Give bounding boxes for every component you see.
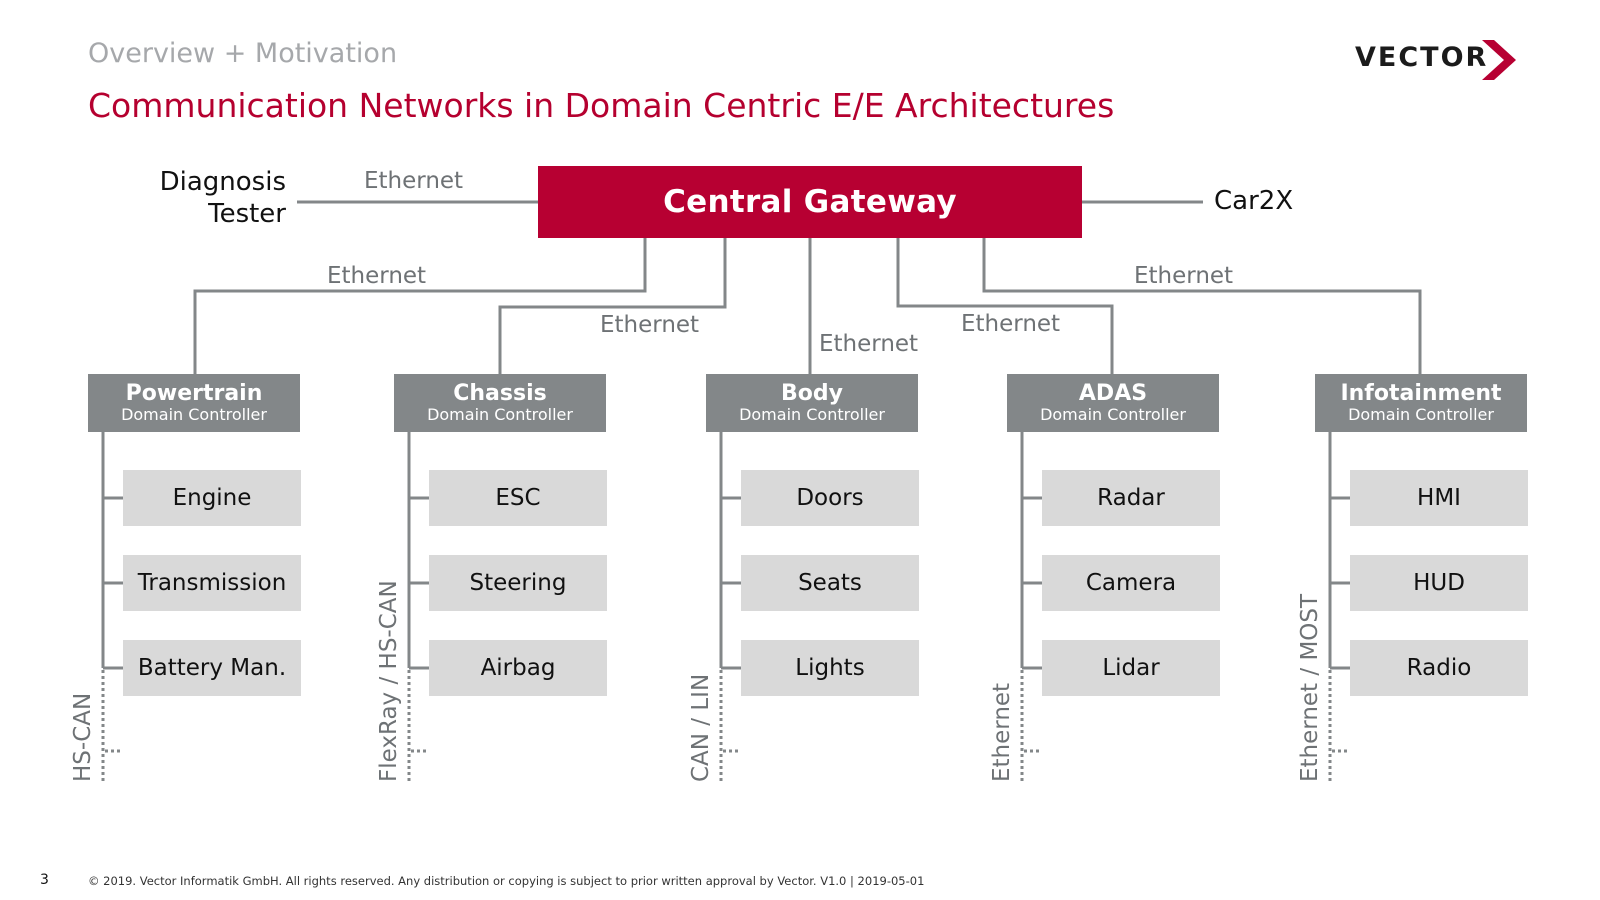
chassis-ecu-esc: ESC — [429, 470, 607, 526]
controller-subtitle: Domain Controller — [1348, 405, 1494, 425]
section-title: Overview + Motivation — [88, 38, 398, 69]
adas-bus-label: Ethernet — [989, 682, 1015, 782]
adas-ecu-camera: Camera — [1042, 555, 1220, 611]
vector-logo: VECTOR — [1355, 40, 1530, 80]
body-ecu-seats: Seats — [741, 555, 919, 611]
controller-name: ADAS — [1078, 381, 1148, 407]
powertrain-ecu-battery-man: Battery Man. — [123, 640, 301, 696]
controller-subtitle: Domain Controller — [121, 405, 267, 425]
infotainment-link-label: Ethernet — [1134, 263, 1234, 289]
page-title: Communication Networks in Domain Centric… — [88, 86, 1115, 125]
chassis-ecu-steering: Steering — [429, 555, 607, 611]
powertrain-ecu-engine: Engine — [123, 470, 301, 526]
body-ecu-doors: Doors — [741, 470, 919, 526]
chassis-ecu-airbag: Airbag — [429, 640, 607, 696]
infotainment-bus-label: Ethernet / MOST — [1297, 593, 1323, 782]
powertrain-bus-label: HS-CAN — [70, 692, 96, 782]
controller-subtitle: Domain Controller — [1040, 405, 1186, 425]
controller-name: Chassis — [453, 381, 547, 407]
controller-name: Infotainment — [1340, 381, 1502, 407]
controller-name: Body — [781, 381, 843, 407]
adas-ecu-lidar: Lidar — [1042, 640, 1220, 696]
infotainment-ecu-hud: HUD — [1350, 555, 1528, 611]
controller-subtitle: Domain Controller — [739, 405, 885, 425]
chevron-arrow-icon — [1482, 40, 1516, 80]
central-gateway: Central Gateway — [538, 166, 1082, 238]
body-bus-label: CAN / LIN — [688, 673, 714, 782]
page-number: 3 — [40, 872, 49, 888]
infotainment-ecu-hmi: HMI — [1350, 470, 1528, 526]
diagnosis-tester-line2: Tester — [208, 199, 286, 229]
adas-ecu-radar: Radar — [1042, 470, 1220, 526]
car2x-label: Car2X — [1214, 186, 1294, 216]
body-link-label: Ethernet — [819, 331, 919, 357]
copyright-footer: © 2019. Vector Informatik GmbH. All righ… — [88, 874, 925, 888]
chassis-bus-label: FlexRay / HS-CAN — [376, 580, 402, 782]
powertrain-ecu-transmission: Transmission — [123, 555, 301, 611]
tester-link-label: Ethernet — [364, 168, 464, 194]
infotainment-ecu-radio: Radio — [1350, 640, 1528, 696]
diagnosis-tester-line1: Diagnosis — [159, 167, 286, 197]
controller-name: Powertrain — [125, 381, 263, 407]
powertrain-link-label: Ethernet — [327, 263, 427, 289]
adas-link-label: Ethernet — [961, 311, 1061, 337]
chassis-link-label: Ethernet — [600, 312, 700, 338]
logo-text: VECTOR — [1355, 42, 1489, 73]
body-ecu-lights: Lights — [741, 640, 919, 696]
controller-subtitle: Domain Controller — [427, 405, 573, 425]
diagnosis-tester-label: Diagnosis Tester — [120, 166, 286, 230]
